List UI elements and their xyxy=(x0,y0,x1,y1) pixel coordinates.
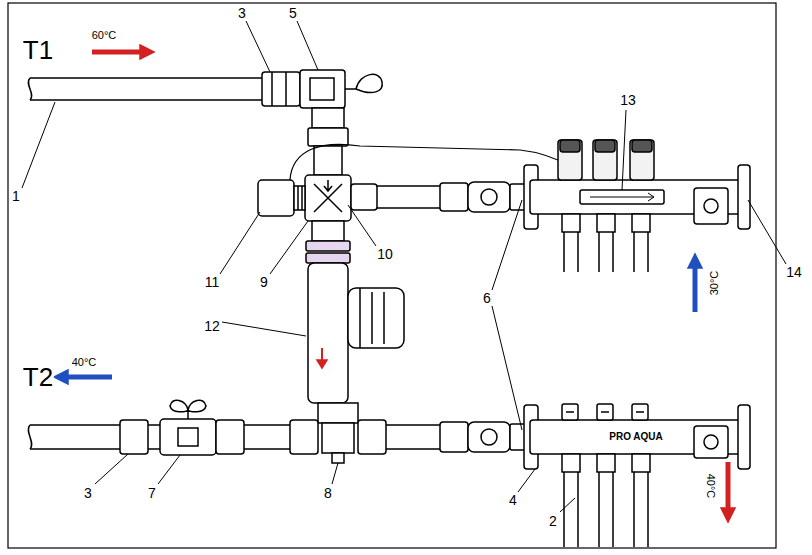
circuit-label: T1 xyxy=(22,37,54,63)
callout-number: 3 xyxy=(83,486,93,500)
callout-number: 9 xyxy=(259,275,269,289)
circuit-label: T2 xyxy=(22,364,54,390)
callout-number: 14 xyxy=(785,265,803,279)
callout-number: 5 xyxy=(288,6,298,20)
callout-number: 8 xyxy=(323,486,333,500)
temperature-label: 40°C xyxy=(71,357,98,368)
temperature-label: 60°C xyxy=(91,30,118,41)
callout-number: 1 xyxy=(11,189,21,203)
callout-number: 7 xyxy=(147,486,157,500)
callout-number: 6 xyxy=(482,291,492,305)
callout-number: 12 xyxy=(203,319,221,333)
callout-number: 2 xyxy=(548,514,558,528)
callout-number: 10 xyxy=(376,247,394,261)
callout-number: 13 xyxy=(619,93,637,107)
temperature-label: 30°C xyxy=(709,270,720,297)
callout-number: 3 xyxy=(237,6,247,20)
callout-number: 4 xyxy=(508,493,518,507)
temperature-label: 40°C xyxy=(705,473,716,500)
brand-label: PRO AQUA xyxy=(608,432,664,442)
callout-number: 11 xyxy=(204,275,221,289)
